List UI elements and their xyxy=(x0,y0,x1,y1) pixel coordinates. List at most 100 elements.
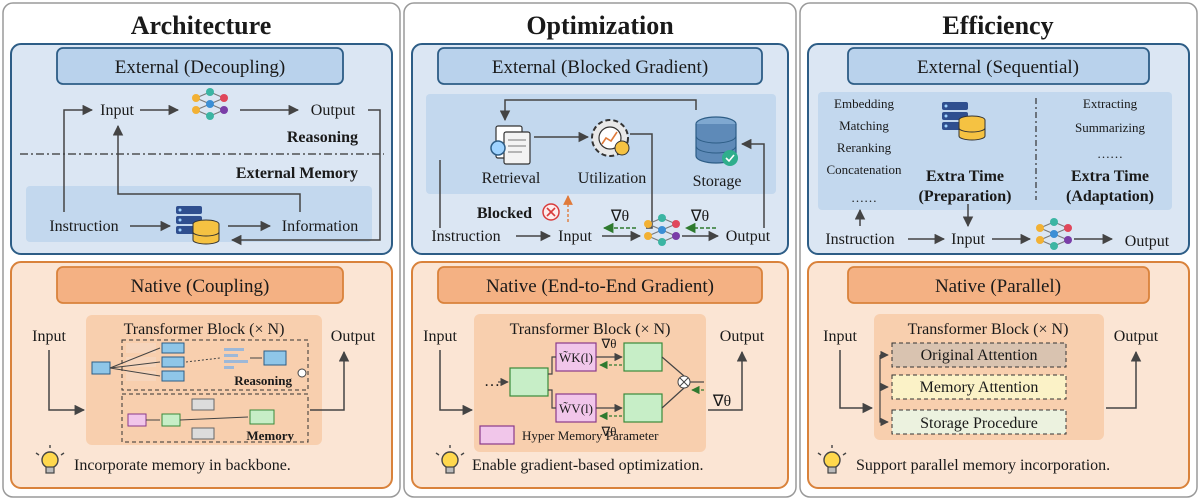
eff-native-header xyxy=(847,266,1150,304)
arch-block-title: Transformer Block (× N) xyxy=(124,321,285,338)
opt-native-header-label: Native (End-to-End Gradient) xyxy=(486,276,714,297)
eff-output-label: Output xyxy=(1125,233,1170,250)
arch-native-reasoning: Reasoning xyxy=(234,373,292,388)
arch-input-label: Input xyxy=(100,102,134,119)
eff-instruction-label: Instruction xyxy=(825,231,894,248)
eff-native-input: Input xyxy=(823,328,857,345)
opt-block-title: Transformer Block (× N) xyxy=(510,321,671,338)
opt-green-block-bottom xyxy=(623,393,663,423)
eff-extra-time-2: Extra Time xyxy=(1071,168,1149,185)
legend-swatch xyxy=(479,425,515,445)
opt-output-label: Output xyxy=(726,228,771,245)
eff-block-title: Transformer Block (× N) xyxy=(908,321,1069,338)
opt-native-grad-right: ∇θ xyxy=(712,393,731,410)
eff-native-output: Output xyxy=(1114,328,1159,345)
eff-preparation: (Preparation) xyxy=(918,188,1011,205)
arch-native-memory: Memory xyxy=(246,428,294,443)
arch-external-header xyxy=(56,47,344,85)
arch-instruction-label: Instruction xyxy=(49,218,118,235)
arch-memory-green-block xyxy=(161,413,181,427)
opt-legend-label: Hyper Memory Parameter xyxy=(522,428,659,443)
eff-native-header-label: Native (Parallel) xyxy=(935,276,1061,297)
opt-tip: Enable gradient-based optimization. xyxy=(472,457,703,474)
eff-prep-step: Matching xyxy=(839,118,889,133)
opt-external-header-label: External (Blocked Gradient) xyxy=(492,57,708,78)
arch-reasoning-label: Reasoning xyxy=(287,129,358,146)
opt-wk-label: W̃K(l) xyxy=(559,350,593,365)
opt-green-block-top xyxy=(623,342,663,372)
storage-icon xyxy=(695,116,738,166)
multiply-icon xyxy=(677,375,691,389)
opt-utilization-label: Utilization xyxy=(578,170,646,187)
arch-output-label: Output xyxy=(311,102,356,119)
arch-tip: Incorporate memory in backbone. xyxy=(74,457,291,474)
blocked-icon xyxy=(542,203,560,221)
opt-native-grad-bottom: ∇θ xyxy=(601,424,617,439)
eff-storage-procedure xyxy=(891,409,1067,435)
opt-native-output: Output xyxy=(720,328,765,345)
opt-blocked-label: Blocked xyxy=(477,205,532,222)
opt-instruction-label: Instruction xyxy=(431,228,500,245)
document-search-icon xyxy=(490,125,531,165)
eff-adapt-step: …… xyxy=(1097,146,1123,161)
eff-input-label: Input xyxy=(951,231,985,248)
eff-adaptation: (Adaptation) xyxy=(1066,188,1154,205)
arch-external-header-label: External (Decoupling) xyxy=(115,57,285,78)
opt-input-label: Input xyxy=(558,228,592,245)
eff-external-header xyxy=(847,47,1150,85)
arch-external-memory-label: External Memory xyxy=(236,165,358,182)
opt-retrieval-label: Retrieval xyxy=(482,170,541,187)
opt-native-input: Input xyxy=(423,328,457,345)
eff-extra-time-1: Extra Time xyxy=(926,168,1004,185)
opt-grad-2: ∇θ xyxy=(690,208,709,225)
arch-native-input: Input xyxy=(32,328,66,345)
eff-external-header-label: External (Sequential) xyxy=(917,57,1079,78)
opt-green-block-left xyxy=(509,367,549,397)
arch-head-block xyxy=(161,342,185,354)
arch-native-header xyxy=(56,266,344,304)
architecture-title: Architecture xyxy=(131,11,272,40)
arch-memory-pink-block xyxy=(127,413,147,427)
opt-ellipsis: … xyxy=(484,373,500,390)
eff-row-label: Memory Attention xyxy=(920,379,1039,396)
arch-input-block xyxy=(91,361,111,375)
eff-prep-step: Embedding xyxy=(834,96,894,111)
opt-storage-label: Storage xyxy=(693,173,742,190)
eff-adapt-step: Extracting xyxy=(1083,96,1138,111)
arch-faded-block xyxy=(126,357,156,367)
eff-memory-attention xyxy=(891,374,1067,400)
optimization-title: Optimization xyxy=(526,11,674,40)
arch-reasoning-out-block xyxy=(263,350,287,366)
arch-memory-out-block xyxy=(249,409,275,425)
eff-row-label: Storage Procedure xyxy=(920,415,1038,432)
arch-memory-gray-block xyxy=(191,427,215,440)
arch-information-label: Information xyxy=(282,218,358,235)
opt-wk-block xyxy=(555,342,597,372)
opt-native-header xyxy=(437,266,763,304)
eff-adapt-step: Summarizing xyxy=(1075,120,1146,135)
arch-native-header-label: Native (Coupling) xyxy=(131,276,270,297)
arch-memory-gray-block xyxy=(191,398,215,411)
eff-memory-band xyxy=(818,92,1172,210)
eff-tip: Support parallel memory incorporation. xyxy=(856,457,1110,474)
token-bars-icon xyxy=(224,348,248,369)
arch-head-block xyxy=(161,356,185,368)
eff-prep-step: Reranking xyxy=(837,140,892,155)
opt-wv-block xyxy=(555,393,597,423)
arch-memory-subbox xyxy=(121,393,309,443)
eff-prep-step: Concatenation xyxy=(826,162,902,177)
eff-prep-step: …… xyxy=(851,190,877,205)
efficiency-title: Efficiency xyxy=(942,11,1053,40)
arch-native-output: Output xyxy=(331,328,376,345)
eff-row-label: Original Attention xyxy=(921,347,1038,364)
gear-dollar-icon xyxy=(591,119,630,157)
arch-faded-block xyxy=(126,343,156,353)
opt-grad-1: ∇θ xyxy=(610,208,629,225)
opt-external-header xyxy=(437,47,763,85)
opt-native-grad-top: ∇θ xyxy=(601,336,617,351)
arch-faded-block xyxy=(126,371,156,381)
arch-head-block xyxy=(161,370,185,382)
opt-wv-label: W̃V(l) xyxy=(559,401,593,416)
